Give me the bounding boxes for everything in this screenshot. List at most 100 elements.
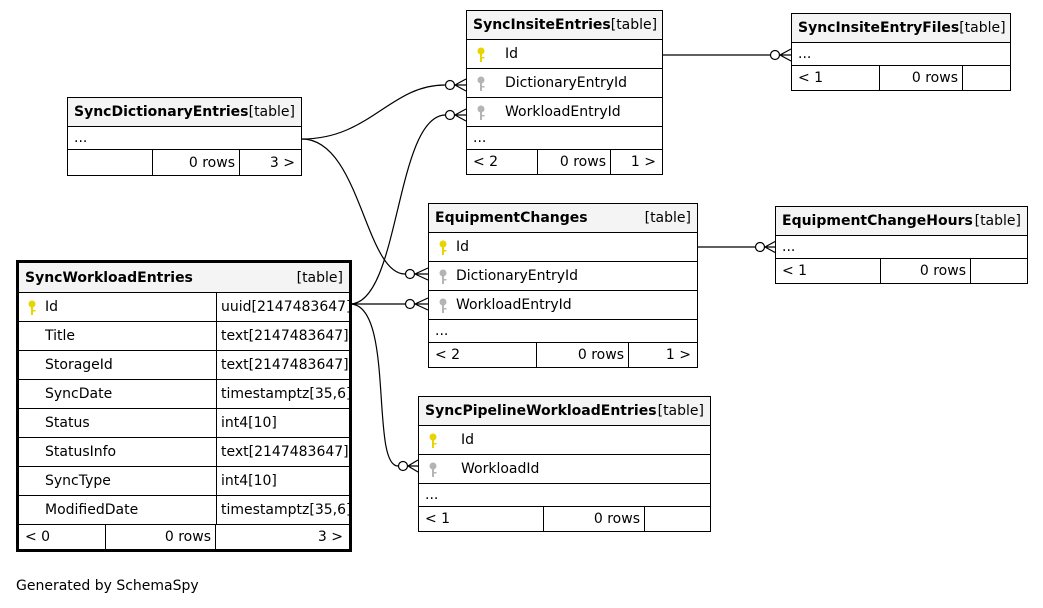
table-tag: [table] xyxy=(959,20,1006,36)
children-count[interactable]: 1 > xyxy=(665,347,691,363)
column-name: WorkloadEntryId xyxy=(456,297,572,313)
column-type: int4[10] xyxy=(216,409,349,437)
generated-by-label: Generated by SchemaSpy xyxy=(16,578,199,594)
children-count[interactable]: 3 > xyxy=(269,154,295,171)
row-count: 0 rows xyxy=(106,525,216,549)
column-row: SyncType int4[10] xyxy=(19,467,349,496)
relationship-edge xyxy=(301,84,446,140)
column-row: WorkloadId xyxy=(419,455,710,484)
more-columns-ellipsis: ... xyxy=(776,236,1027,259)
foreign-key-icon xyxy=(477,76,485,91)
table-equipment-changes[interactable]: EquipmentChanges [table] Id DictionaryEn… xyxy=(428,203,698,368)
table-sync-workload-entries[interactable]: SyncWorkloadEntries [table] Id uuid[2147… xyxy=(16,260,352,552)
table-header: EquipmentChangeHours [table] xyxy=(776,207,1027,236)
column-name: WorkloadEntryId xyxy=(505,104,621,120)
table-footer: < 2 0 rows 1 > xyxy=(467,150,662,174)
row-count: 0 rows xyxy=(538,150,611,174)
table-footer: < 2 0 rows 1 > xyxy=(429,343,697,367)
column-name: Id xyxy=(456,239,470,255)
table-header: SyncInsiteEntries [table] xyxy=(467,11,662,40)
table-header: SyncDictionaryEntries [table] xyxy=(68,98,301,127)
table-sync-pipeline-workload-entries[interactable]: SyncPipelineWorkloadEntries [table] Id W… xyxy=(418,396,711,532)
column-name: Id xyxy=(505,46,519,62)
table-tag: [table] xyxy=(644,210,691,226)
column-name: SyncType xyxy=(45,473,111,489)
column-row: Id xyxy=(419,426,710,455)
column-name: DictionaryEntryId xyxy=(505,75,628,91)
table-name: SyncInsiteEntryFiles xyxy=(798,20,960,36)
relationship-edge xyxy=(301,138,406,275)
foreign-key-icon xyxy=(477,105,485,120)
children-count[interactable] xyxy=(971,259,1027,283)
column-name: Status xyxy=(45,415,90,431)
more-columns-ellipsis: ... xyxy=(467,127,662,150)
parents-count[interactable]: < 2 xyxy=(429,343,537,367)
column-row: StorageId text[2147483647] xyxy=(19,351,349,380)
table-sync-insite-entry-files[interactable]: SyncInsiteEntryFiles [table] ... < 1 0 r… xyxy=(791,13,1011,91)
column-type: text[2147483647] xyxy=(216,322,349,350)
foreign-key-icon xyxy=(439,298,447,313)
column-name: StorageId xyxy=(45,357,113,373)
table-footer: < 1 0 rows xyxy=(792,66,1010,90)
table-sync-dictionary-entries[interactable]: SyncDictionaryEntries [table] ... 0 rows… xyxy=(67,97,302,176)
column-type: int4[10] xyxy=(216,467,349,495)
parents-count[interactable]: < 0 xyxy=(19,525,106,549)
more-columns-ellipsis: ... xyxy=(792,43,1010,66)
row-count: 0 rows xyxy=(537,343,629,367)
table-sync-insite-entries[interactable]: SyncInsiteEntries [table] Id DictionaryE… xyxy=(466,10,663,175)
row-count: 0 rows xyxy=(881,259,971,283)
parents-count[interactable]: < 2 xyxy=(467,150,538,174)
primary-key-icon xyxy=(28,300,36,315)
column-type: timestamptz[35,6] xyxy=(216,496,351,524)
table-equipment-change-hours[interactable]: EquipmentChangeHours [table] ... < 1 0 r… xyxy=(775,206,1028,284)
children-count[interactable]: 3 > xyxy=(317,529,343,545)
table-header: SyncWorkloadEntries [table] xyxy=(19,263,349,293)
foreign-key-icon xyxy=(439,269,447,284)
column-row: WorkloadEntryId xyxy=(429,291,697,320)
table-name: SyncWorkloadEntries xyxy=(25,269,193,286)
table-footer: 0 rows 3 > xyxy=(68,150,301,175)
column-row: Id xyxy=(429,233,697,262)
table-header: SyncInsiteEntryFiles [table] xyxy=(792,14,1010,43)
column-name: WorkloadId xyxy=(461,461,540,477)
primary-key-icon xyxy=(429,433,437,448)
parents-count[interactable] xyxy=(68,150,153,175)
table-header: SyncPipelineWorkloadEntries [table] xyxy=(419,397,710,426)
parents-count[interactable]: < 1 xyxy=(792,66,880,90)
parents-count[interactable]: < 1 xyxy=(776,259,881,283)
table-name: SyncDictionaryEntries xyxy=(74,104,249,120)
column-name: StatusInfo xyxy=(45,444,117,460)
table-footer: < 1 0 rows xyxy=(419,507,710,531)
column-row: Title text[2147483647] xyxy=(19,322,349,351)
column-type: text[2147483647] xyxy=(216,351,349,379)
more-columns-ellipsis: ... xyxy=(68,127,301,150)
column-type: text[2147483647] xyxy=(216,438,349,466)
table-footer: < 1 0 rows xyxy=(776,259,1027,283)
relationship-edge xyxy=(349,303,399,467)
column-row: Id xyxy=(467,40,662,69)
column-row: SyncDate timestamptz[35,6] xyxy=(19,380,351,409)
children-count[interactable] xyxy=(645,507,710,531)
column-row: ModifiedDate timestamptz[35,6] xyxy=(19,496,351,525)
table-header: EquipmentChanges [table] xyxy=(429,204,697,233)
parents-count[interactable]: < 1 xyxy=(419,507,544,531)
children-count[interactable]: 1 > xyxy=(630,154,656,170)
row-count: 0 rows xyxy=(880,66,963,90)
table-name: SyncPipelineWorkloadEntries xyxy=(425,403,657,419)
relationship-edge xyxy=(349,114,446,305)
children-count[interactable] xyxy=(963,66,1010,90)
column-name: Title xyxy=(45,328,76,344)
column-row: DictionaryEntryId xyxy=(467,69,662,98)
column-name: Id xyxy=(45,299,59,315)
table-tag: [table] xyxy=(657,403,704,419)
more-columns-ellipsis: ... xyxy=(419,484,710,507)
column-row: DictionaryEntryId xyxy=(429,262,697,291)
table-name: SyncInsiteEntries xyxy=(473,17,611,33)
primary-key-icon xyxy=(477,47,485,62)
column-name: SyncDate xyxy=(45,386,113,402)
column-row: StatusInfo text[2147483647] xyxy=(19,438,349,467)
more-columns-ellipsis: ... xyxy=(429,320,697,343)
table-tag: [table] xyxy=(974,213,1021,229)
